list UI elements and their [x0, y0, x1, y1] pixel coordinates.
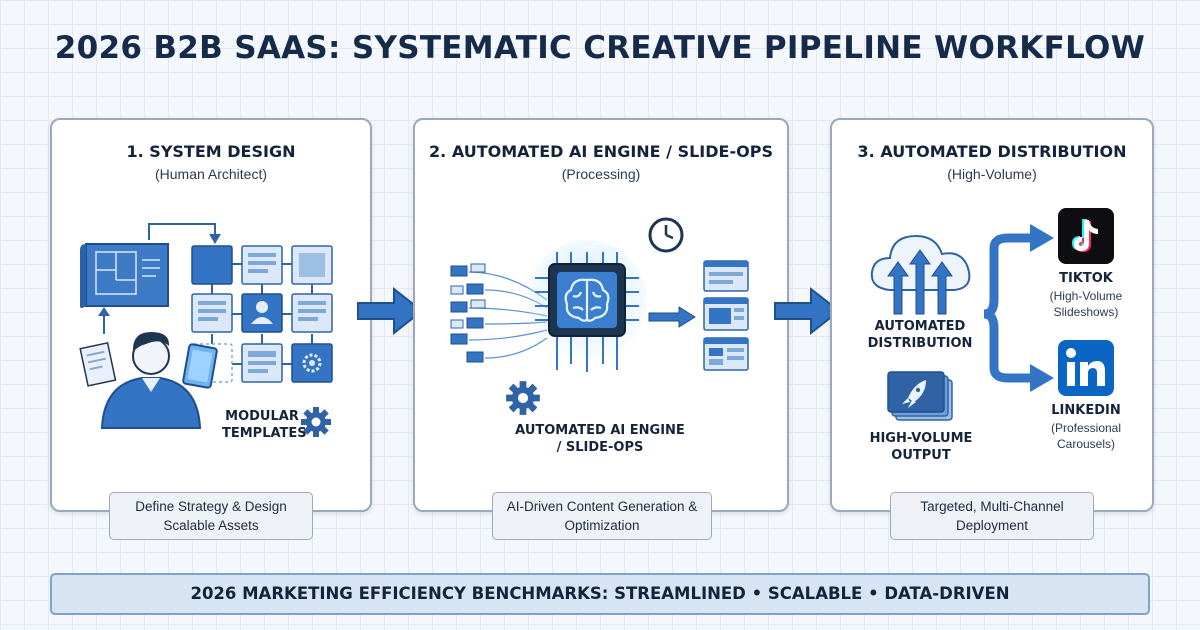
panel-subheading: (Human Architect) [154, 166, 268, 182]
tiktok-icon[interactable] [1058, 208, 1114, 264]
modular-templates-label: MODULAR TEMPLATES [222, 409, 307, 441]
benchmarks-banner: 2026 MARKETING EFFICIENCY BENCHMARKS: ST… [50, 573, 1150, 615]
panel-system-design: 1. SYSTEM DESIGN (Human Architect) [50, 118, 372, 540]
gear-icon [506, 381, 540, 415]
ai-chip-brain-icon [527, 240, 647, 372]
panel-caption: AI-Driven Content Generation & Optimizat… [492, 492, 712, 540]
ai-engine-label: AUTOMATED AI ENGINE / SLIDE-OPS [515, 423, 685, 455]
panel-caption: Define Strategy & Design Scalable Assets [109, 492, 313, 540]
high-volume-output-label: HIGH-VOLUME OUTPUT [869, 431, 973, 463]
automated-distribution-label: AUTOMATED DISTRIBUTION [867, 319, 973, 351]
up-arrow-icon [98, 307, 110, 334]
panel-heading: 2. AUTOMATED AI ENGINE / SLIDE-OPS [429, 142, 773, 161]
clock-icon [648, 217, 684, 253]
gear-icon [301, 407, 331, 437]
output-arrow-icon [648, 306, 696, 328]
panel-subheading: (High-Volume) [947, 166, 1037, 182]
branch-arrows [983, 224, 1054, 392]
tiktok-detail: (High-Volume Slideshows) [1049, 289, 1123, 319]
linkedin-detail: (Professional Carousels) [1050, 421, 1122, 451]
output-slides-icon [703, 260, 749, 371]
flow-arrow-icon [148, 223, 221, 244]
page-title: 2026 B2B SAAS: SYSTEMATIC CREATIVE PIPEL… [54, 30, 1146, 66]
linkedin-label: LINKEDIN [1051, 403, 1121, 418]
panel-heading: 3. AUTOMATED DISTRIBUTION [857, 142, 1127, 161]
flow-arrow-icon [774, 286, 841, 336]
tiktok-label: TIKTOK [1059, 271, 1113, 286]
panel-subheading: (Processing) [561, 166, 641, 182]
panel-heading: 1. SYSTEM DESIGN [126, 142, 296, 161]
template-grid [191, 245, 333, 383]
rocket-icon [887, 371, 953, 421]
blueprint-icon [80, 243, 169, 308]
architect-person-icon [79, 332, 218, 429]
panel-caption: Targeted, Multi-Channel Deployment [890, 492, 1094, 540]
cloud-upload-icon [870, 234, 971, 315]
panel-ai-engine: 2. AUTOMATED AI ENGINE / SLIDE-OPS (Proc… [413, 118, 789, 540]
flow-arrow-icon [357, 286, 424, 336]
panel-distribution: 3. AUTOMATED DISTRIBUTION (High-Volume) … [830, 118, 1154, 540]
linkedin-icon[interactable] [1058, 340, 1114, 396]
